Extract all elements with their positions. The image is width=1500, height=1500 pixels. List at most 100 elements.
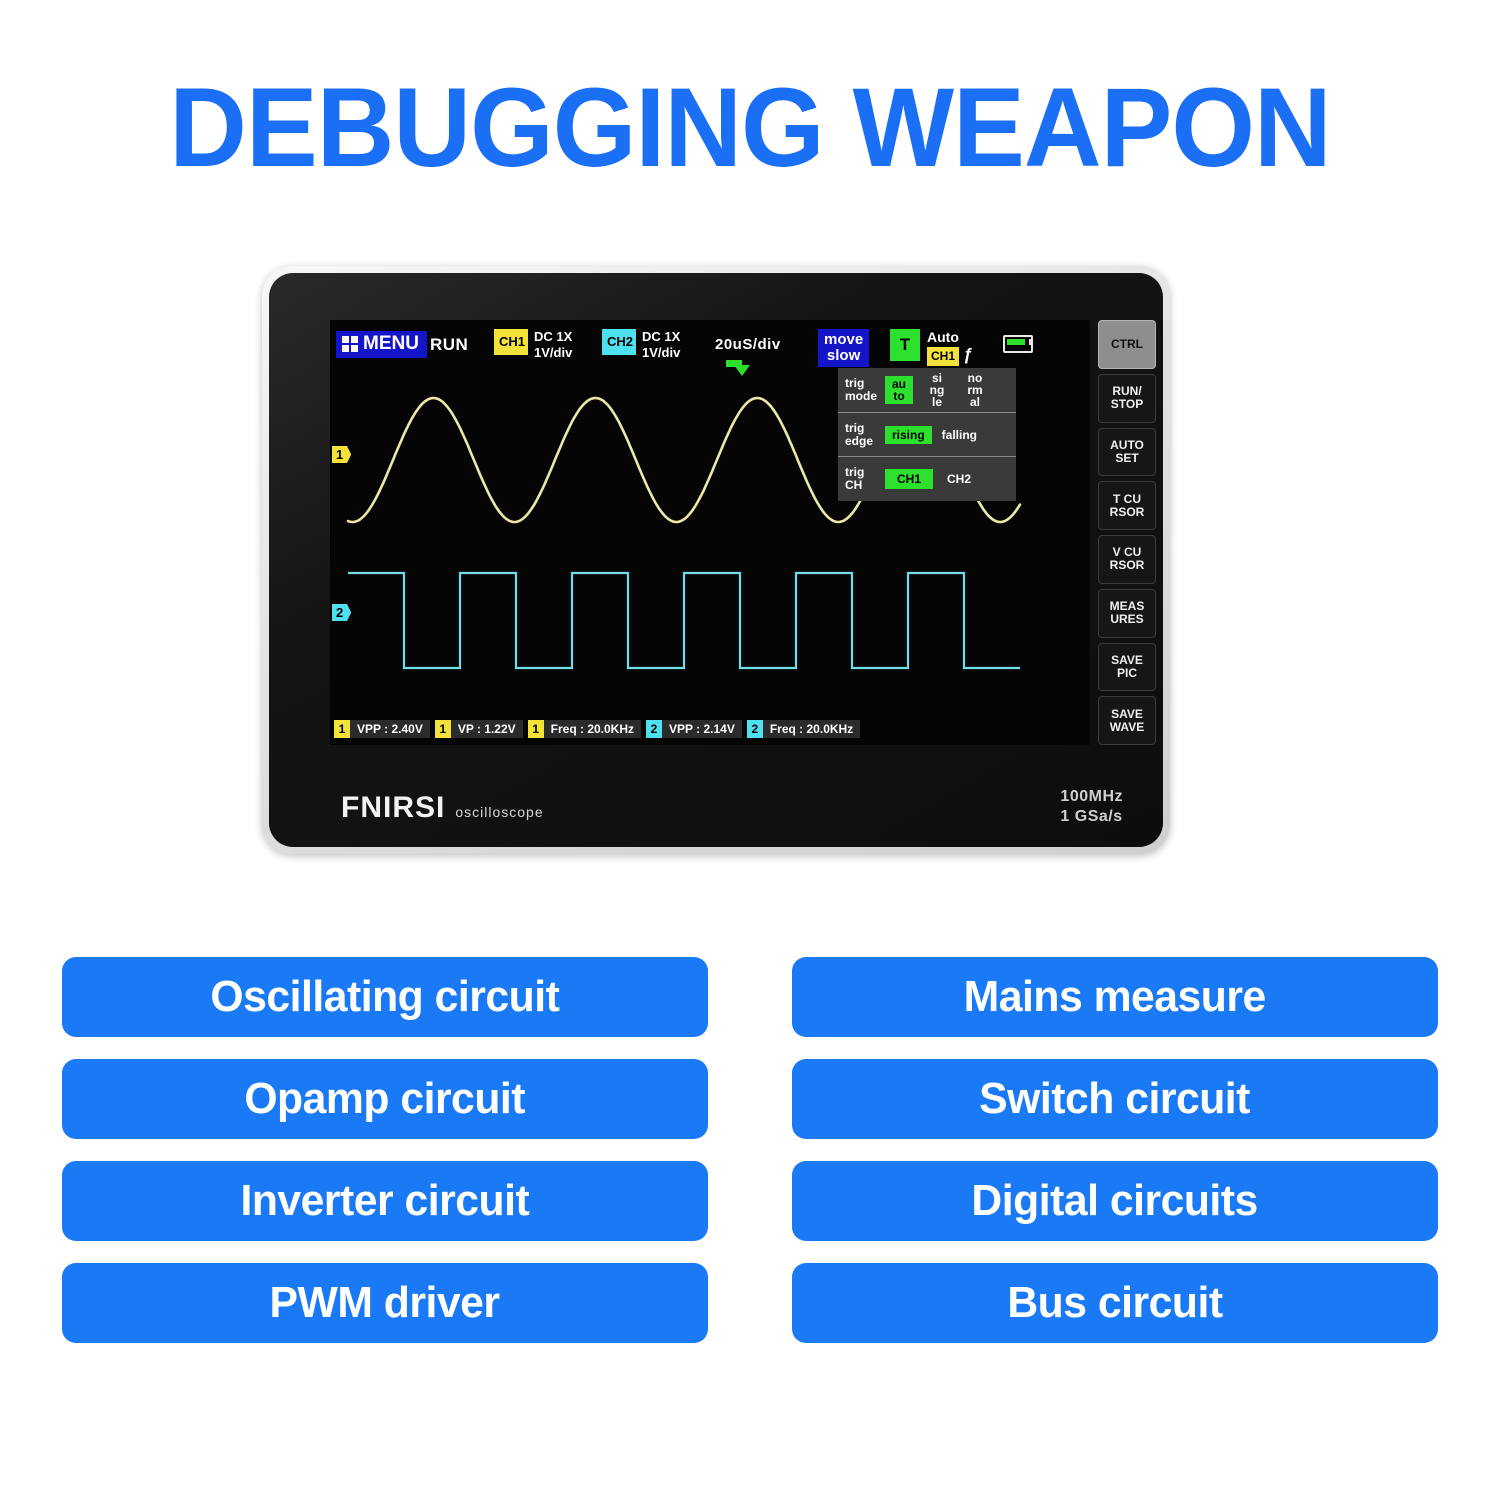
feature-button[interactable]: Digital circuits bbox=[792, 1161, 1438, 1241]
device-body: MENU RUN CH1 DC 1X 1V/div CH2 DC 1X 1V/d… bbox=[269, 273, 1163, 847]
measurement-value: VPP : 2.14V bbox=[662, 719, 742, 738]
feature-button-label: Inverter circuit bbox=[240, 1176, 530, 1225]
menu-button-label: MENU bbox=[363, 333, 419, 354]
side-button-label: CTRL bbox=[1111, 336, 1143, 351]
measurement-channel-badge: 1 bbox=[334, 719, 350, 738]
status-bar: MENU RUN CH1 DC 1X 1V/div CH2 DC 1X 1V/d… bbox=[330, 326, 1033, 367]
trigger-mode-label: trig mode bbox=[845, 377, 885, 403]
feature-button[interactable]: Opamp circuit bbox=[62, 1059, 708, 1139]
trigger-channel-option-ch2[interactable]: CH2 bbox=[947, 471, 972, 486]
measurement-channel-badge: 2 bbox=[646, 719, 663, 738]
grid-icon bbox=[342, 336, 358, 352]
menu-button[interactable]: MENU bbox=[336, 331, 427, 358]
feature-button[interactable]: PWM driver bbox=[62, 1263, 708, 1343]
trigger-edge-label-l1: trig bbox=[845, 420, 865, 435]
timebase-readout[interactable]: 20uS/div bbox=[715, 336, 781, 353]
feature-button-label: Digital circuits bbox=[971, 1176, 1259, 1225]
ch1-info: DC 1X 1V/div bbox=[534, 329, 572, 361]
measurement-value: VPP : 2.40V bbox=[350, 719, 430, 738]
feature-button[interactable]: Mains measure bbox=[792, 957, 1438, 1037]
measurement-value: VP : 1.22V bbox=[450, 719, 523, 738]
battery-tip-icon bbox=[1029, 339, 1032, 345]
measurement-channel-badge: 2 bbox=[746, 719, 763, 738]
move-speed-line1: move bbox=[824, 331, 864, 348]
ch1-coupling: DC 1X bbox=[534, 329, 573, 344]
ch2-position-marker[interactable]: 2 bbox=[332, 604, 352, 621]
trigger-position-marker-body[interactable] bbox=[726, 360, 742, 367]
trigger-channel-option-ch1[interactable]: CH1 bbox=[885, 468, 934, 489]
feature-button[interactable]: Oscillating circuit bbox=[62, 957, 708, 1037]
channel2-settings[interactable]: CH2 DC 1X 1V/div bbox=[602, 329, 680, 361]
feature-button-label: Oscillating circuit bbox=[210, 972, 560, 1021]
feature-button-label: Opamp circuit bbox=[244, 1074, 526, 1123]
feature-button-label: Mains measure bbox=[963, 972, 1267, 1021]
ch2-square-trace bbox=[348, 571, 1020, 670]
side-button-label: RUN/STOP bbox=[1110, 384, 1144, 412]
move-speed-line2: slow bbox=[826, 347, 861, 364]
ch1-badge[interactable]: CH1 bbox=[494, 329, 528, 355]
trigger-channel-label: trig CH bbox=[845, 464, 885, 492]
measurement-value: Freq : 20.0KHz bbox=[543, 719, 642, 738]
feature-button-label: Switch circuit bbox=[979, 1074, 1251, 1123]
move-speed-button[interactable]: move slow bbox=[818, 329, 870, 367]
run-status[interactable]: RUN bbox=[430, 335, 469, 354]
side-button-ctrl[interactable]: CTRL bbox=[1098, 320, 1156, 369]
device-specs: 100MHz 1 GSa/s bbox=[1060, 787, 1123, 827]
trigger-position-marker[interactable] bbox=[734, 365, 750, 376]
spec-bandwidth: 100MHz bbox=[1060, 788, 1123, 805]
trigger-mode-status: Auto bbox=[927, 329, 959, 345]
ch2-scale: 1V/div bbox=[642, 345, 681, 360]
trigger-mode-label-l1: trig bbox=[845, 376, 865, 390]
trigger-edge-option-rising[interactable]: rising bbox=[885, 425, 932, 444]
ch2-info: DC 1X 1V/div bbox=[642, 329, 680, 361]
brand-subtitle: oscilloscope bbox=[455, 804, 544, 820]
channel1-settings[interactable]: CH1 DC 1X 1V/div bbox=[494, 329, 572, 361]
feature-button-label: PWM driver bbox=[270, 1278, 500, 1327]
ch1-scale: 1V/div bbox=[534, 345, 573, 360]
measurement-channel-badge: 1 bbox=[527, 719, 544, 738]
trigger-edge-label: trig edge bbox=[845, 420, 885, 448]
trigger-edge-option-falling[interactable]: falling bbox=[941, 427, 978, 442]
trigger-channel-row: trig CH CH1 CH2 bbox=[838, 456, 1016, 500]
ch1-position-marker[interactable]: 1 bbox=[332, 446, 352, 463]
trigger-t-icon: T bbox=[890, 329, 920, 361]
ch2-badge[interactable]: CH2 bbox=[602, 329, 636, 355]
side-button-run[interactable]: RUN/STOP bbox=[1098, 373, 1156, 423]
feature-button[interactable]: Bus circuit bbox=[792, 1263, 1438, 1343]
oscilloscope-device: MENU RUN CH1 DC 1X 1V/div CH2 DC 1X 1V/d… bbox=[262, 266, 1170, 854]
feature-button-label: Bus circuit bbox=[1007, 1278, 1223, 1327]
trigger-source-badge: CH1 bbox=[927, 347, 960, 366]
brand-name: FNIRSI bbox=[341, 791, 446, 824]
feature-button[interactable]: Inverter circuit bbox=[62, 1161, 708, 1241]
feature-button[interactable]: Switch circuit bbox=[792, 1059, 1438, 1139]
trigger-channel-label-l1: trig bbox=[845, 464, 865, 479]
spec-samplerate: 1 GSa/s bbox=[1060, 808, 1123, 825]
